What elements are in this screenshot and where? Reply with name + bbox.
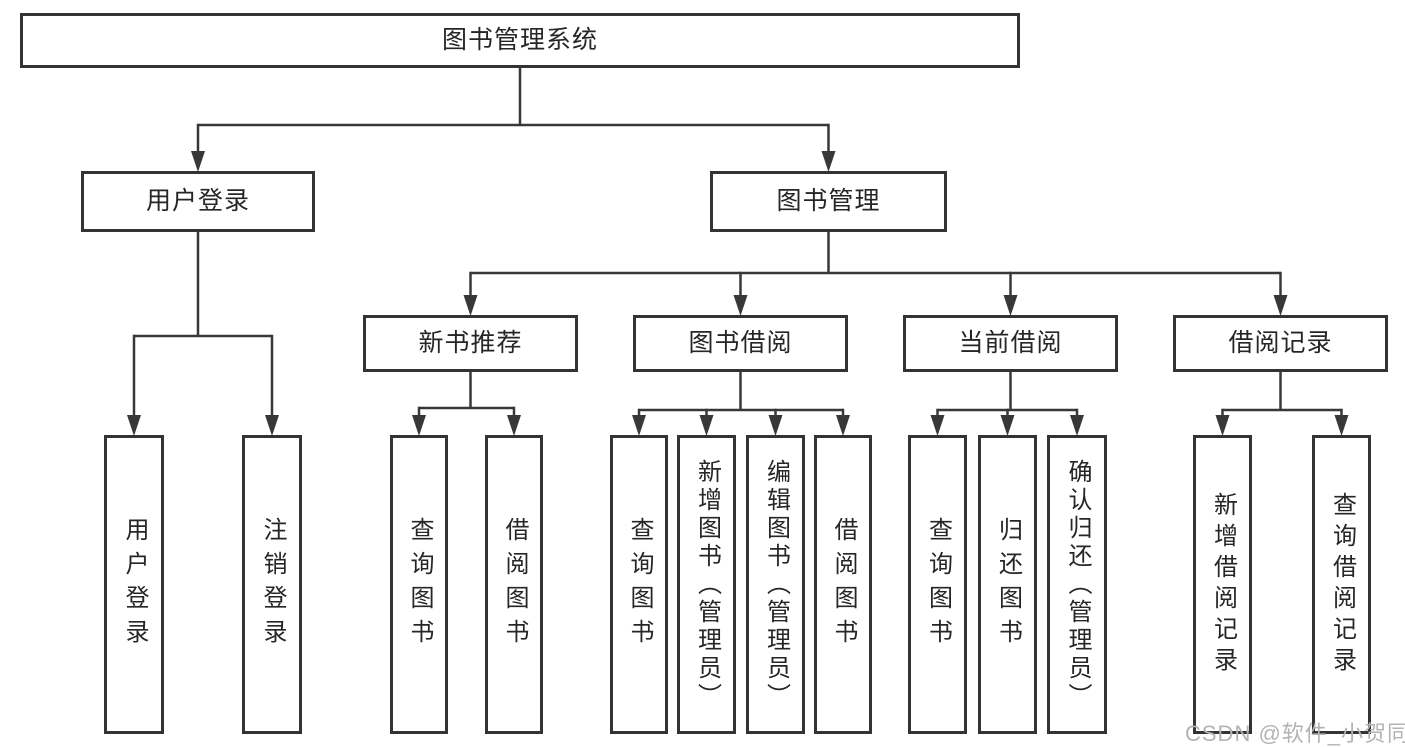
node-label: 用户登录 xyxy=(145,187,250,215)
node-re-1: 新增借阅记录 xyxy=(1193,435,1252,734)
node-label: 注销登录 xyxy=(259,516,286,653)
node-bw-2: 新增图书（管理员） xyxy=(677,435,736,734)
node-re-2: 查询借阅记录 xyxy=(1312,435,1371,734)
node-label: 图书借阅 xyxy=(688,329,793,357)
watermark-text: CSDN @软件_小贺同学 xyxy=(1185,721,1405,746)
node-label: 新增图书（管理员） xyxy=(693,458,721,711)
node-cu-3: 确认归还（管理员） xyxy=(1047,435,1107,734)
node-label: 借阅记录 xyxy=(1228,329,1333,357)
node-bw-3: 编辑图书（管理员） xyxy=(746,435,805,734)
node-label: 查询图书 xyxy=(406,516,433,653)
node-nb-2: 借阅图书 xyxy=(485,435,543,734)
node-label: 用户登录 xyxy=(121,516,148,653)
node-root: 图书管理系统 xyxy=(20,13,1020,68)
node-current: 当前借阅 xyxy=(903,315,1118,372)
node-newbook: 新书推荐 xyxy=(363,315,578,372)
node-label: 编辑图书（管理员） xyxy=(762,458,790,711)
node-label: 借阅图书 xyxy=(501,516,528,653)
node-label: 归还图书 xyxy=(994,516,1022,653)
node-bw-1: 查询图书 xyxy=(610,435,668,734)
node-records: 借阅记录 xyxy=(1173,315,1388,372)
node-label: 新增借阅记录 xyxy=(1209,491,1237,678)
node-label: 当前借阅 xyxy=(958,329,1063,357)
node-login: 用户登录 xyxy=(81,171,315,232)
node-bw-4: 借阅图书 xyxy=(814,435,872,734)
node-login-1: 用户登录 xyxy=(104,435,164,734)
node-label: 新书推荐 xyxy=(418,329,523,357)
node-label: 查询借阅记录 xyxy=(1328,491,1356,678)
node-label: 查询图书 xyxy=(626,516,653,653)
node-label: 确认归还（管理员） xyxy=(1064,458,1091,711)
node-cu-1: 查询图书 xyxy=(908,435,967,734)
node-borrow: 图书借阅 xyxy=(633,315,848,372)
node-login-2: 注销登录 xyxy=(242,435,302,734)
node-label: 图书管理 xyxy=(776,187,881,215)
node-label: 借阅图书 xyxy=(830,516,857,653)
node-label: 图书管理系统 xyxy=(441,26,598,54)
node-nb-1: 查询图书 xyxy=(390,435,448,734)
node-cu-2: 归还图书 xyxy=(978,435,1037,734)
node-mgmt: 图书管理 xyxy=(710,171,947,232)
node-label: 查询图书 xyxy=(924,516,952,653)
